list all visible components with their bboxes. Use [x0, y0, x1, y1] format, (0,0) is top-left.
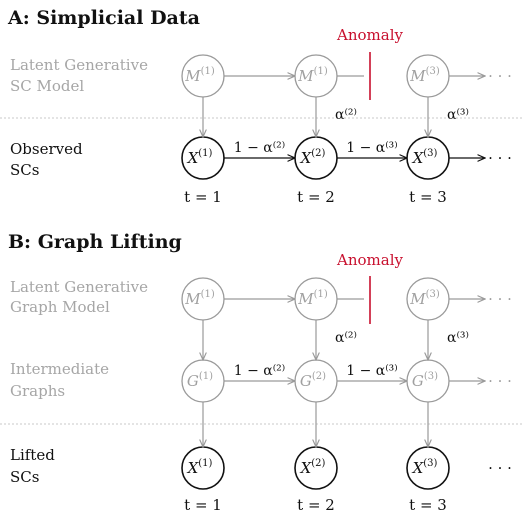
time-label: t = 2: [297, 496, 335, 514]
node-superscript: (1): [198, 148, 212, 159]
ellipsis: · · ·: [488, 67, 512, 85]
row-label-line: SC Model: [10, 77, 84, 95]
node-label: X(2): [300, 458, 326, 477]
row-label-line: Observed: [10, 140, 83, 158]
time-label: t = 1: [184, 496, 222, 514]
time-label: t = 2: [297, 188, 335, 206]
ellipsis: · · ·: [488, 459, 512, 477]
node-label: M(1): [184, 66, 215, 85]
node-base: X: [187, 459, 200, 477]
edge-label: 1 − α⁽²⁾: [234, 363, 285, 379]
node-superscript: (1): [314, 289, 328, 300]
node-superscript: (1): [314, 66, 328, 77]
ellipsis: · · ·: [488, 372, 512, 390]
anomaly-label: Anomaly: [336, 251, 403, 269]
node-base: M: [184, 67, 201, 85]
node-base: G: [300, 372, 312, 390]
row-label-line: Latent Generative: [10, 278, 148, 296]
node-label: G(3): [412, 371, 438, 390]
edge-label: 1 − α⁽³⁾: [346, 140, 397, 156]
node-superscript: (2): [312, 371, 326, 382]
time-label: t = 3: [409, 496, 447, 514]
node-label: G(2): [300, 371, 326, 390]
node-superscript: (1): [199, 371, 213, 382]
node-label: X(1): [187, 458, 213, 477]
node-label: M(3): [409, 66, 440, 85]
ellipsis: · · ·: [488, 149, 512, 167]
node-base: M: [184, 290, 201, 308]
vertical-edge-label: α⁽²⁾: [335, 330, 357, 346]
node-base: X: [300, 149, 313, 167]
anomaly-label: Anomaly: [336, 26, 403, 44]
row-label-line: SCs: [10, 468, 39, 486]
node-superscript: (3): [424, 371, 438, 382]
node-base: X: [412, 459, 425, 477]
node-label: G(1): [187, 371, 213, 390]
node-base: M: [409, 67, 426, 85]
ellipsis: · · ·: [488, 290, 512, 308]
node-label: X(3): [412, 148, 438, 167]
node-superscript: (1): [201, 289, 215, 300]
node-label: X(2): [300, 148, 326, 167]
node-base: X: [300, 459, 313, 477]
node-label: M(1): [184, 289, 215, 308]
vertical-edge-label: α⁽²⁾: [335, 107, 357, 123]
panel-title: A: Simplicial Data: [7, 7, 200, 29]
row-label-line: Intermediate: [10, 360, 109, 378]
time-label: t = 1: [184, 188, 222, 206]
node-superscript: (2): [311, 148, 325, 159]
node-superscript: (3): [426, 289, 440, 300]
node-label: M(3): [409, 289, 440, 308]
node-superscript: (3): [423, 458, 437, 469]
row-label-line: Lifted: [10, 446, 55, 464]
node-label: M(1): [297, 66, 328, 85]
node-base: X: [412, 149, 425, 167]
vertical-edge-label: α⁽³⁾: [447, 107, 469, 123]
vertical-edge-label: α⁽³⁾: [447, 330, 469, 346]
edge-label: 1 − α⁽²⁾: [234, 140, 285, 156]
node-label: X(3): [412, 458, 438, 477]
edge-label: 1 − α⁽³⁾: [346, 363, 397, 379]
node-base: M: [297, 290, 314, 308]
node-base: M: [297, 67, 314, 85]
row-label-line: Graphs: [10, 382, 65, 400]
node-superscript: (3): [423, 148, 437, 159]
node-base: X: [187, 149, 200, 167]
node-superscript: (2): [311, 458, 325, 469]
time-label: t = 3: [409, 188, 447, 206]
node-base: G: [412, 372, 424, 390]
node-superscript: (3): [426, 66, 440, 77]
row-label-line: SCs: [10, 161, 39, 179]
panel-title: B: Graph Lifting: [8, 231, 182, 253]
node-superscript: (1): [201, 66, 215, 77]
node-label: M(1): [297, 289, 328, 308]
row-label-line: Latent Generative: [10, 56, 148, 74]
row-label-line: Graph Model: [10, 298, 110, 316]
node-superscript: (1): [198, 458, 212, 469]
node-base: G: [187, 372, 199, 390]
node-label: X(1): [187, 148, 213, 167]
node-base: M: [409, 290, 426, 308]
